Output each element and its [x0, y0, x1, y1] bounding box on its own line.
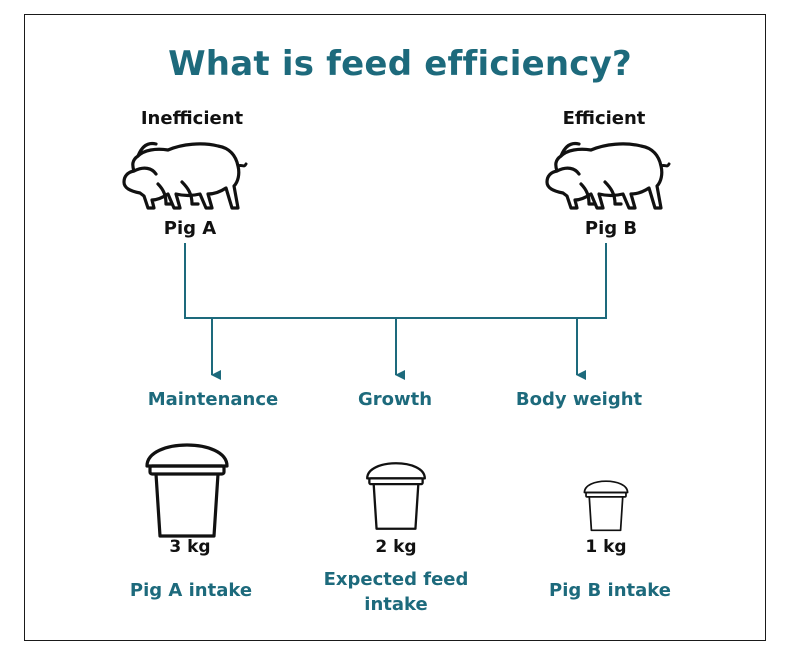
bucket-amount-pig-b: 1 kg [585, 537, 627, 557]
category-maintenance: Maintenance [147, 389, 279, 410]
pig-a-name: Pig A [163, 218, 217, 239]
bucket-label-pig-a: Pig A intake [129, 580, 253, 601]
pig-a-icon [122, 141, 248, 210]
category-growth: Growth [357, 389, 433, 410]
pig-b-name: Pig B [584, 218, 638, 239]
bucket-icon-pig-a [145, 443, 229, 538]
pig-b-status: Efficient [562, 108, 646, 129]
bucket-icon-pig-b [583, 480, 629, 532]
diagram-frame [24, 14, 766, 641]
bucket-amount-pig-a: 3 kg [169, 537, 211, 557]
bucket-label-expected: Expected feed intake [323, 569, 469, 615]
page-title: What is feed efficiency? [168, 44, 632, 84]
pig-b-icon [545, 141, 671, 210]
bucket-label-pig-b: Pig B intake [549, 580, 671, 601]
category-body-weight: Body weight [515, 389, 643, 410]
pig-a-status: Inefficient [140, 108, 244, 129]
bucket-amount-expected: 2 kg [375, 537, 417, 557]
connector-lines [184, 243, 607, 380]
bucket-icon-expected [366, 462, 426, 530]
